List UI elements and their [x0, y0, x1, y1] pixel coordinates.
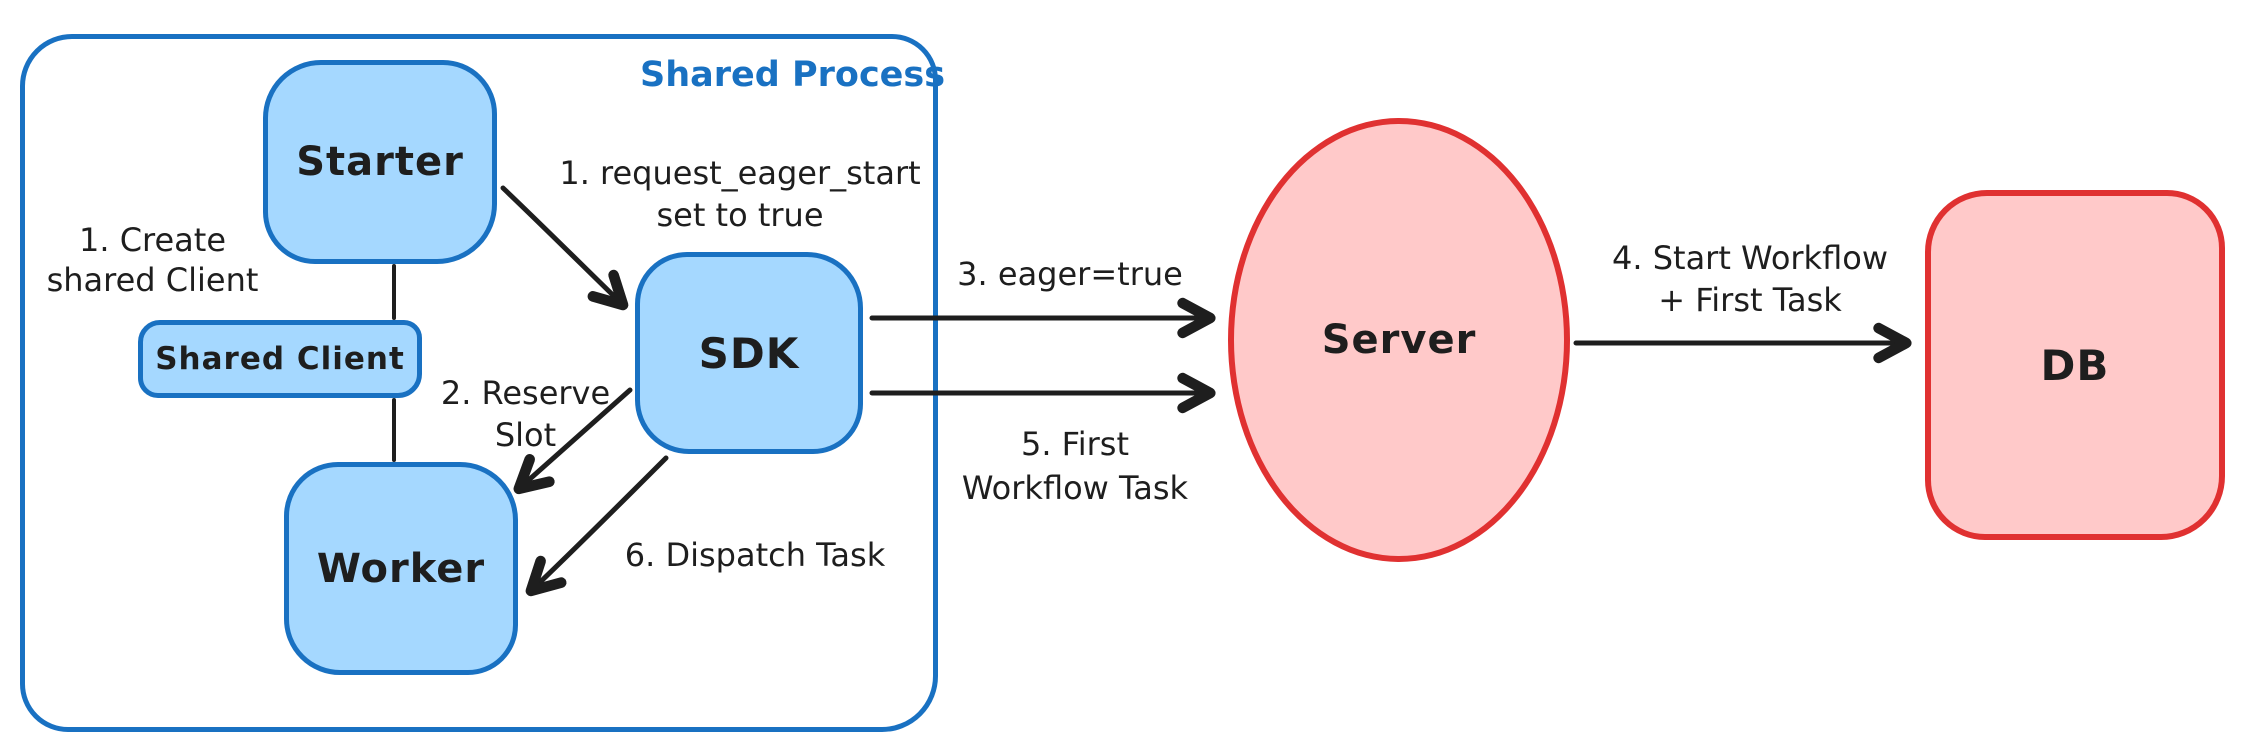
annotation-request-eager-start-line1: 1. request_eager_start	[559, 154, 921, 192]
annotation-eager-true-text: 3. eager=true	[957, 255, 1183, 293]
node-db-label: DB	[2040, 340, 2110, 390]
annotation-first-workflow-task-line2: Workflow Task	[961, 469, 1189, 507]
annotation-reserve-slot: 2. Reserve Slot	[428, 372, 623, 456]
annotation-request-eager-start: 1. request_eager_start set to true	[540, 152, 940, 236]
node-sdk-label: SDK	[698, 328, 800, 378]
annotation-dispatch-task-text: 6. Dispatch Task	[624, 536, 886, 574]
node-starter-label: Starter	[296, 139, 464, 185]
arrow-sdk-to-worker-dispatch	[525, 455, 669, 597]
node-sdk: SDK	[635, 252, 863, 454]
node-worker: Worker	[284, 462, 518, 675]
annotation-dispatch-task: 6. Dispatch Task	[580, 534, 930, 576]
node-shared-client-label: Shared Client	[155, 341, 405, 377]
arrow-sdk-to-worker-reserve	[513, 387, 633, 495]
node-server-label: Server	[1321, 317, 1477, 363]
annotation-start-workflow-first-task: 4. Start Workflow + First Task	[1590, 237, 1910, 321]
node-server: Server	[1228, 118, 1570, 562]
annotation-start-workflow-first-task-line2: + First Task	[1658, 281, 1842, 319]
annotation-reserve-slot-line2: Slot	[494, 416, 557, 454]
node-starter: Starter	[263, 60, 497, 264]
annotation-request-eager-start-line2: set to true	[656, 196, 824, 234]
annotation-start-workflow-first-task-line1: 4. Start Workflow	[1612, 239, 1888, 277]
annotation-create-shared-client-line1: 1. Create	[78, 221, 227, 259]
annotation-first-workflow-task: 5. First Workflow Task	[930, 422, 1220, 510]
annotation-first-workflow-task-line1: 5. First	[1020, 425, 1130, 463]
node-db: DB	[1925, 190, 2225, 540]
shared-process-container	[20, 34, 938, 732]
node-shared-client: Shared Client	[138, 320, 422, 398]
annotation-create-shared-client-line2: shared Client	[46, 261, 259, 299]
annotation-eager-true: 3. eager=true	[945, 253, 1195, 295]
annotation-create-shared-client: 1. Create shared Client	[20, 220, 285, 300]
shared-process-label: Shared Process	[640, 55, 946, 95]
arrow-starter-to-sdk	[500, 185, 629, 311]
node-worker-label: Worker	[316, 545, 486, 592]
annotation-reserve-slot-line1: 2. Reserve	[440, 374, 611, 412]
